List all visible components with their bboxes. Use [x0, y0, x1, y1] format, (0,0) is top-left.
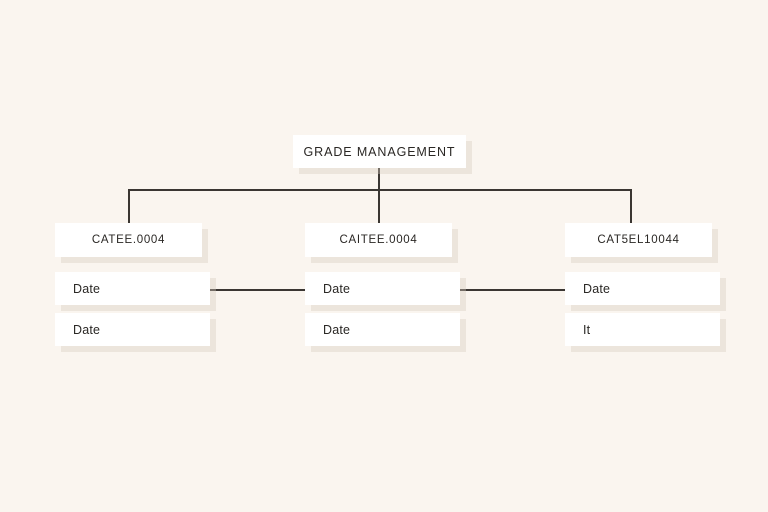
- node-leaf-3-2[interactable]: It: [565, 313, 720, 346]
- node-leaf-1-2-label: Date: [73, 322, 101, 337]
- node-category-3-label: CAT5EL10044: [597, 234, 680, 246]
- node-leaf-2-2-label: Date: [323, 322, 351, 337]
- node-category-2-label: CAITEE.0004: [339, 234, 418, 246]
- node-leaf-3-2-label: It: [583, 322, 591, 337]
- connector-lateral-left: [202, 289, 316, 291]
- node-category-3[interactable]: CAT5EL10044: [565, 223, 712, 257]
- node-leaf-1-1[interactable]: Date: [55, 272, 210, 305]
- node-root[interactable]: GRADE MANAGEMENT: [293, 135, 466, 168]
- node-leaf-1-2[interactable]: Date: [55, 313, 210, 346]
- node-leaf-2-1-label: Date: [323, 281, 351, 296]
- node-leaf-1-1-label: Date: [73, 281, 101, 296]
- node-leaf-3-1[interactable]: Date: [565, 272, 720, 305]
- node-leaf-2-1[interactable]: Date: [305, 272, 460, 305]
- node-root-label: GRADE MANAGEMENT: [303, 144, 456, 159]
- connector-drop-left: [128, 189, 130, 224]
- connector-drop-right: [630, 189, 632, 224]
- connector-root-stem: [378, 168, 380, 190]
- node-category-2[interactable]: CAITEE.0004: [305, 223, 452, 257]
- connector-drop-middle: [378, 189, 380, 224]
- connector-lateral-right: [452, 289, 566, 291]
- node-category-1[interactable]: CATEE.0004: [55, 223, 202, 257]
- node-leaf-3-1-label: Date: [583, 281, 611, 296]
- node-category-1-label: CATEE.0004: [91, 234, 166, 246]
- node-leaf-2-2[interactable]: Date: [305, 313, 460, 346]
